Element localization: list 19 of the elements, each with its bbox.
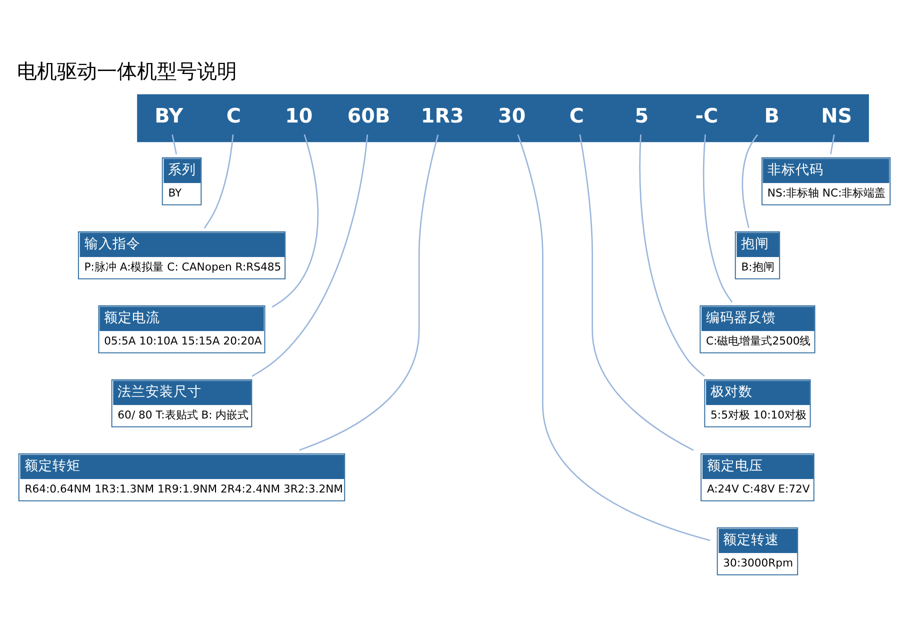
connector	[639, 134, 705, 376]
node-text: BY	[154, 104, 184, 127]
node-text: 1R3	[420, 104, 464, 127]
diagram-title: 电机驱动一体机型号说明	[17, 60, 238, 83]
node-text: 30	[498, 104, 526, 127]
node-text: 10	[285, 104, 313, 127]
cluster	[137, 94, 869, 142]
connector	[830, 134, 835, 154]
node-text: 60B	[347, 104, 390, 127]
connector	[204, 134, 234, 228]
node-text: C	[569, 104, 584, 127]
connector	[702, 134, 733, 302]
node-text: -C	[695, 104, 718, 127]
node-text: 5	[634, 104, 649, 127]
connector	[252, 134, 368, 376]
connector	[172, 134, 178, 154]
node-text: NS	[821, 104, 852, 127]
node-text: C	[226, 104, 241, 127]
node-text: B	[764, 104, 780, 127]
